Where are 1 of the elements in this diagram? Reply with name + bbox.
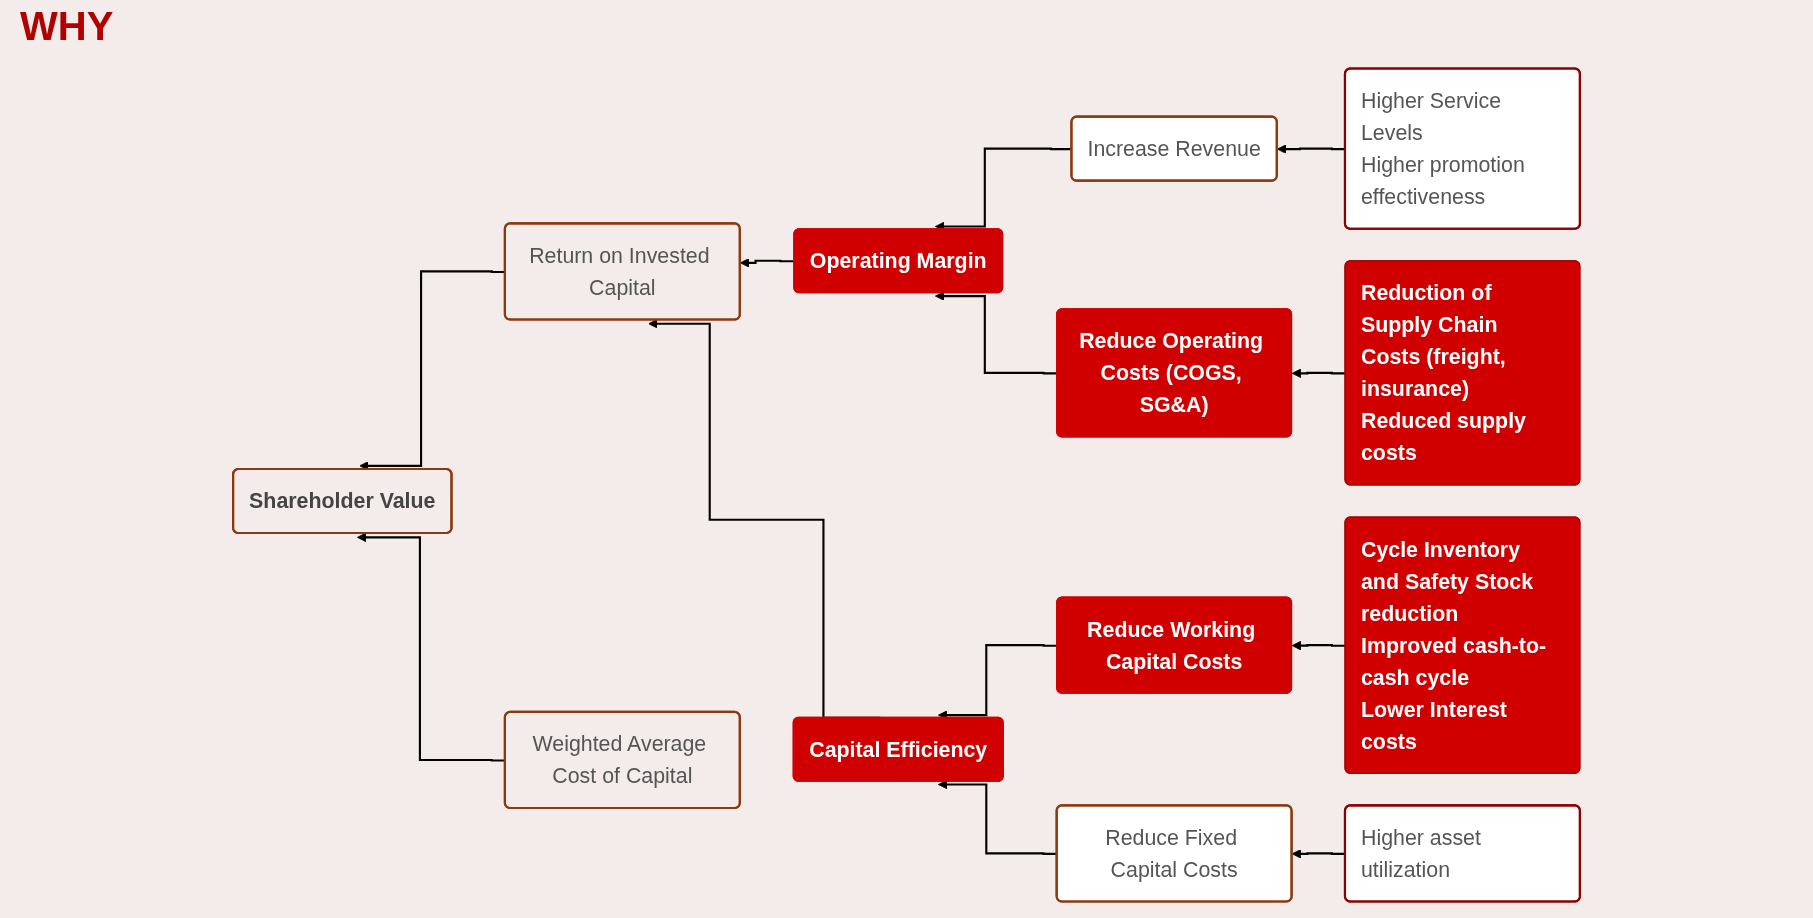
title: WHY: [20, 4, 114, 49]
